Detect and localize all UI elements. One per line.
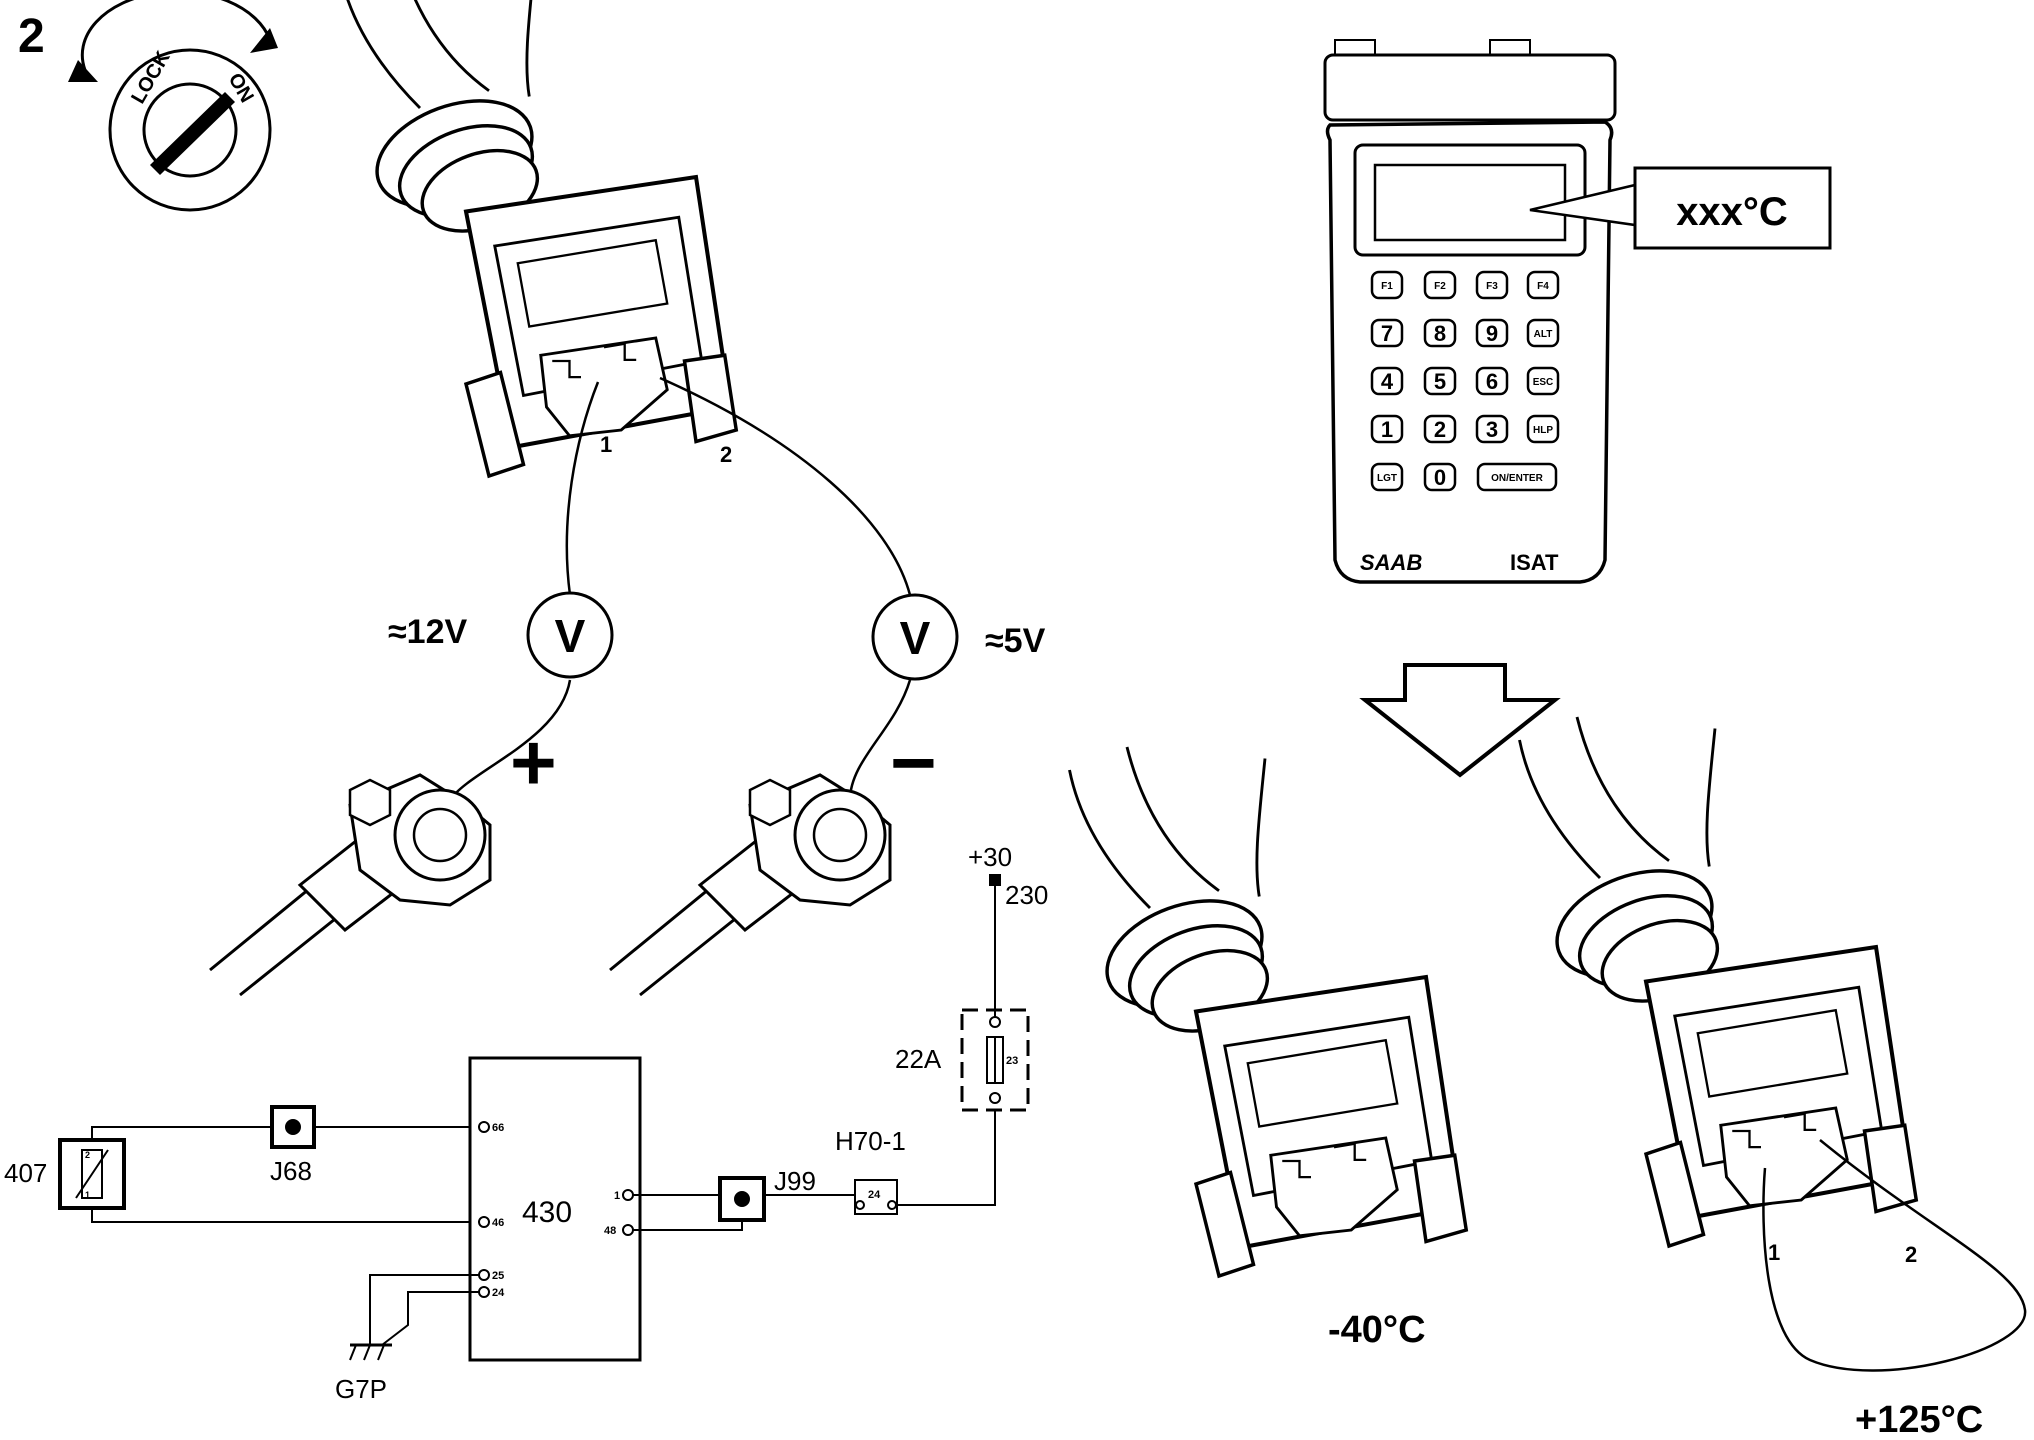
- tester-key: [1475, 318, 1509, 348]
- wiring-schematic: [58, 874, 1030, 1362]
- meter-symbol-left: V: [555, 610, 586, 662]
- supply-wire-label: 230: [1005, 880, 1048, 910]
- tester-key-label: 5: [1434, 369, 1446, 394]
- battery-terminal-negative: [608, 773, 892, 997]
- display-reading: xxx°C: [1676, 190, 1788, 234]
- voltage-5v: ≈5V: [985, 622, 1046, 660]
- voltage-12v: ≈12V: [388, 613, 467, 651]
- minus-sign: −: [890, 718, 937, 807]
- down-arrow-icon: [1359, 663, 1561, 778]
- ecu-pin-24: 24: [492, 1287, 505, 1299]
- temp-shorted: +125°C: [1855, 1399, 1983, 1440]
- tester-key-label: ON/ENTER: [1491, 473, 1543, 484]
- temp-open-circuit: -40°C: [1328, 1309, 1426, 1351]
- tester-key-label: ALT: [1534, 329, 1553, 340]
- tester-key: [1423, 270, 1457, 300]
- tester-key: [1423, 462, 1457, 492]
- tester-key: [1526, 318, 1560, 348]
- junction-pin: 24: [868, 1189, 881, 1201]
- voltmeter-left: V: [526, 591, 614, 679]
- sensor-pin-1: 1: [85, 1190, 90, 1200]
- result-pin2: 2: [1905, 1242, 1917, 1267]
- tester-key: [1476, 462, 1558, 492]
- test-wire-2: [659, 376, 912, 596]
- tester-key-label: 0: [1434, 465, 1446, 490]
- result-pin1: 1: [1768, 1240, 1780, 1265]
- junction-label: H70-1: [835, 1126, 906, 1156]
- tester-brand: SAAB: [1360, 550, 1422, 575]
- tester-key: [1526, 270, 1560, 300]
- j99-label: J99: [774, 1166, 816, 1196]
- connector-open: [1070, 747, 1467, 1276]
- tester-key-label: F1: [1381, 281, 1393, 292]
- step-number: 2: [18, 10, 45, 63]
- tester-key: [1526, 366, 1560, 396]
- tester-key: [1475, 270, 1509, 300]
- pin2-label: 2: [720, 442, 732, 467]
- ecu-pin-1: 1: [614, 1190, 620, 1202]
- display-callout-box: [1633, 166, 1832, 250]
- tester-key-label: LGT: [1377, 473, 1397, 484]
- ignition-key-icon: LOCK ON: [68, 0, 278, 212]
- tester-key: [1526, 414, 1560, 444]
- tester-key-label: 9: [1486, 321, 1498, 346]
- battery-terminal-positive: [208, 773, 492, 997]
- j68-label: J68: [270, 1156, 312, 1186]
- tester-key-label: 8: [1434, 321, 1446, 346]
- tester-key-label: 6: [1486, 369, 1498, 394]
- tester-key: [1475, 414, 1509, 444]
- tester-key: [1370, 462, 1404, 492]
- tester-key: [1423, 414, 1457, 444]
- jumper-wire: [1762, 1139, 2027, 1372]
- fuse-label: 23: [1006, 1055, 1018, 1067]
- tester-key-label: F2: [1434, 281, 1446, 292]
- pin1-label: 1: [600, 432, 612, 457]
- meter-symbol-right: V: [900, 612, 931, 664]
- test-wire-1: [565, 381, 600, 596]
- ecu-pin-25: 25: [492, 1270, 504, 1282]
- sensor-pin-2: 2: [85, 1150, 90, 1160]
- tester-key-label: ESC: [1533, 377, 1554, 388]
- ecu-pin-46: 46: [492, 1217, 504, 1229]
- ground-label: G7P: [335, 1374, 387, 1404]
- tester-key-label: 7: [1381, 321, 1393, 346]
- tester-keypad: F1 F2 F3 F4 7 8 9 ALT 4 5 6 ESC 1 2 3 HLP LGT 0 ON/ENTER: [1370, 270, 1560, 492]
- tester-key: [1370, 414, 1404, 444]
- tester-key: [1370, 318, 1404, 348]
- tester-key: [1423, 318, 1457, 348]
- ecu-label: 430: [522, 1196, 572, 1229]
- tester-key-label: 2: [1434, 417, 1446, 442]
- meter-lead-left: [448, 679, 572, 801]
- tester-key-label: HLP: [1533, 425, 1553, 436]
- voltmeter-right: V: [871, 593, 959, 681]
- connector-shorted: [1520, 717, 1917, 1246]
- supply-label: +30: [968, 842, 1012, 872]
- ecu-pin-66: 66: [492, 1122, 504, 1134]
- meter-lead-right: [848, 679, 912, 801]
- tester-key: [1370, 366, 1404, 396]
- fuse-box-label: 22A: [895, 1044, 942, 1074]
- tester-key-label: 1: [1381, 417, 1393, 442]
- isat-tester: F1 F2 F3 F4 7 8 9 ALT 4 5 6 ESC 1 2 3 HLP LGT 0 ON/ENTER S…: [1323, 39, 1617, 584]
- plus-sign: +: [510, 718, 557, 807]
- tester-key: [1475, 366, 1509, 396]
- sensor-label: 407: [4, 1158, 47, 1188]
- tester-key: [1423, 366, 1457, 396]
- tester-key: [1370, 270, 1404, 300]
- sensor-connector: [340, 0, 737, 476]
- tester-key-label: 3: [1486, 417, 1498, 442]
- tester-key-label: 4: [1381, 369, 1394, 394]
- ecu-pin-48: 48: [604, 1225, 616, 1237]
- tester-key-label: F4: [1537, 281, 1549, 292]
- tester-key-label: F3: [1486, 281, 1498, 292]
- tester-model: ISAT: [1510, 550, 1559, 575]
